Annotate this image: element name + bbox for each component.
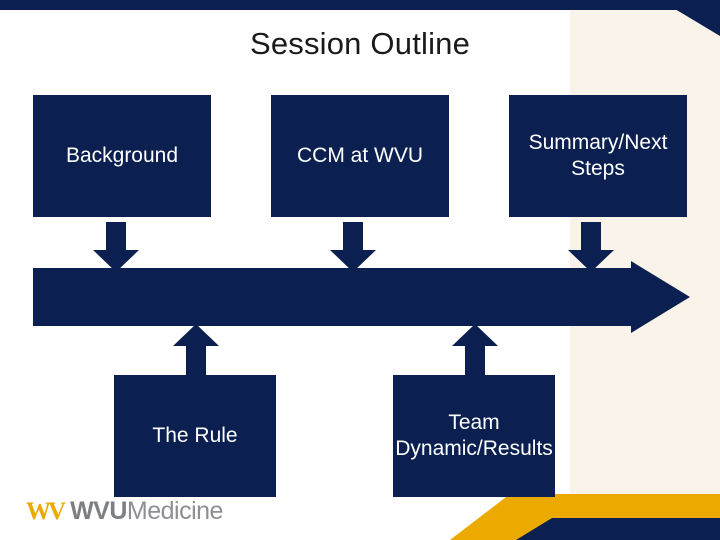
- background-navy-topbar: [0, 0, 720, 10]
- down-arrow-icon: [568, 222, 614, 272]
- process-arrow-bar-icon: [33, 261, 690, 333]
- down-arrow-icon: [330, 222, 376, 272]
- process-box-label: Team Dynamic/Results: [395, 411, 553, 460]
- process-box-summary-next-steps: Summary/Next Steps: [509, 95, 687, 217]
- wvu-medicine-logo: WV WVUMedicine: [26, 498, 223, 525]
- background-navy-corner-triangle: [660, 0, 720, 36]
- process-box-label: CCM at WVU: [297, 144, 423, 168]
- process-box-the-rule: The Rule: [114, 375, 276, 497]
- process-box-label: The Rule: [152, 424, 238, 448]
- up-arrow-icon: [173, 324, 219, 376]
- logo-wordmark-wvu: WVU: [70, 497, 127, 525]
- process-box-label: Summary/Next Steps: [528, 131, 668, 180]
- process-box-background: Background: [33, 95, 211, 217]
- flying-wv-icon: WV: [26, 498, 66, 525]
- logo-wordmark: WVUMedicine: [70, 499, 223, 524]
- logo-wordmark-medicine: Medicine: [126, 497, 224, 525]
- background-navy-bottom-band: [516, 518, 720, 540]
- process-box-ccm-at-wvu: CCM at WVU: [271, 95, 449, 217]
- process-box-label: Background: [65, 144, 179, 168]
- process-box-team-dynamic-results: Team Dynamic/Results: [393, 375, 555, 497]
- down-arrow-icon: [93, 222, 139, 272]
- up-arrow-icon: [452, 324, 498, 376]
- page-title: Session Outline: [249, 26, 471, 61]
